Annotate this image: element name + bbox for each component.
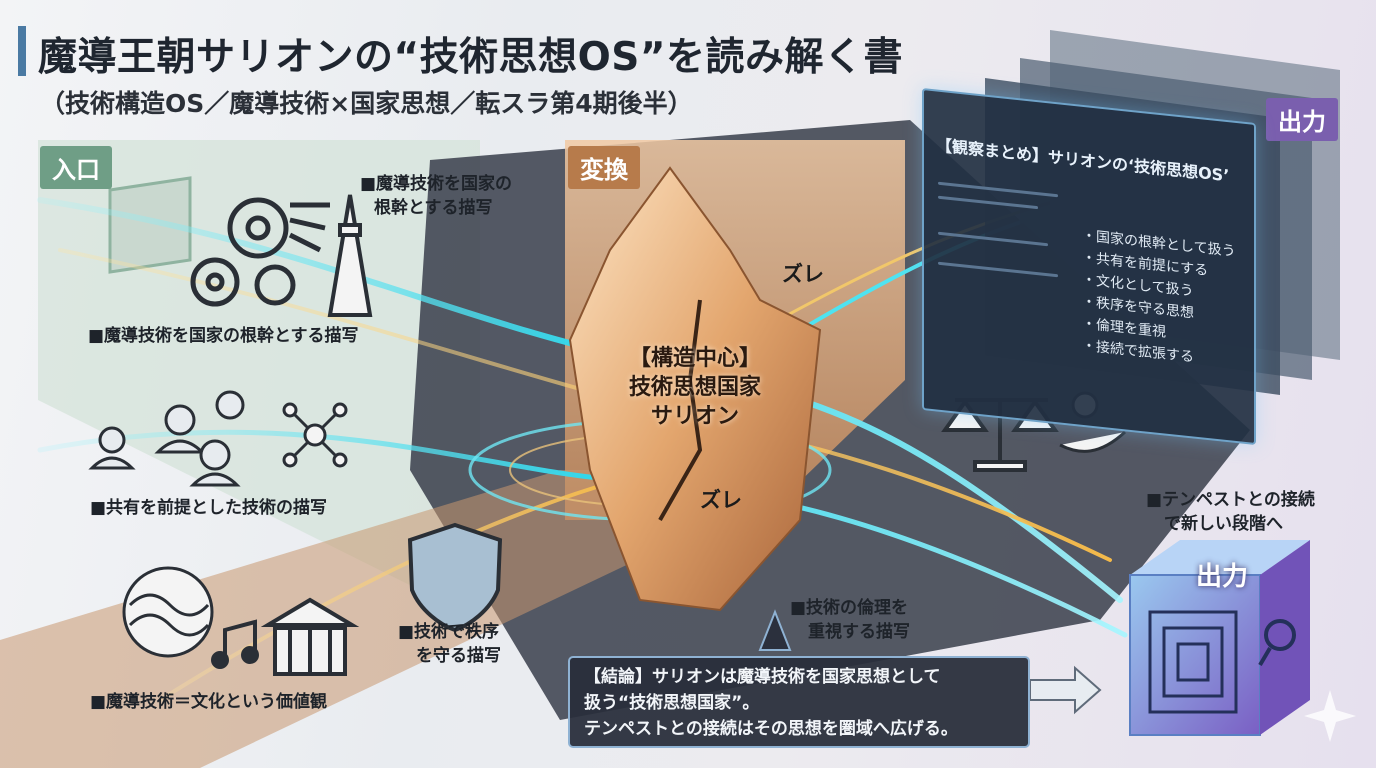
people-group-icon: [88, 390, 245, 487]
tag-output-top: 出力: [1266, 98, 1338, 141]
ribbon: [0, 470, 700, 768]
ethics-callout-pointer: [758, 609, 792, 651]
label-core-tech-top-line1: ■魔導技術を国家の: [360, 174, 513, 194]
label-tech-culture: ■魔導技術＝文化という価値観: [90, 692, 328, 712]
output-cube-label: 出力: [1196, 562, 1249, 592]
page-subtitle: （技術構造OS／魔導技術×国家思想／転スラ第4期後半）: [40, 89, 693, 118]
title-accent-bar: [18, 26, 26, 76]
panel-deco-line: [938, 181, 1058, 198]
maze-icon: [1148, 610, 1238, 714]
label-core-tech-top-line2: 根幹とする描写: [374, 198, 493, 218]
label-core-tech: ■魔導技術を国家の根幹とする描写: [88, 326, 359, 346]
observation-panel-title: 【観察まとめ】サリオンの‘技術思想OS’: [936, 135, 1230, 186]
label-order-line1: ■技術で秩序: [398, 622, 500, 642]
wave-medallion-icon: [122, 566, 214, 658]
conclusion-line1: 【結論】サリオンは魔導技術を国家思想として: [584, 667, 941, 687]
shield-city-icon: [407, 522, 503, 633]
sparkle-icon: [1304, 690, 1356, 742]
label-tech-ethics: ■技術の倫理を 重視する描写: [790, 596, 910, 644]
crystal-label-line1: 【構造中心】: [628, 346, 761, 371]
observation-panel: 【観察まとめ】サリオンの‘技術思想OS’ ・国家の根幹として扱う ・共有を前提に…: [922, 88, 1256, 446]
conclusion-line3: テンペストとの接続はその思想を圏域へ広げる。: [584, 719, 958, 739]
conclusion-line2: 扱う“技術思想国家”。: [584, 693, 760, 713]
output-cube-side: [1260, 540, 1310, 735]
crystal-label: 【構造中心】 技術思想国家 サリオン: [590, 344, 800, 431]
label-tempest-line2: で新しい段階へ: [1164, 514, 1283, 534]
tag-transform: 変換: [568, 146, 640, 189]
label-order-protection: ■技術で秩序 を守る描写: [398, 620, 501, 668]
crystal-crack: [658, 299, 703, 521]
observation-list: ・国家の根幹として扱う ・共有を前提にする ・文化として扱う ・秩序を守る思想 …: [1082, 225, 1236, 373]
network-node-icon: [282, 402, 348, 468]
label-core-tech-top: ■魔導技術を国家の 根幹とする描写: [360, 172, 512, 220]
tower-icon: [327, 194, 373, 317]
music-note-icon: [211, 619, 259, 669]
label-tempest-connection: ■テンペストとの接続 で新しい段階へ: [1146, 488, 1315, 536]
page-title: 魔導王朝サリオンの“技術思想OS”を読み解く書: [38, 35, 904, 80]
panel-deco-line: [938, 261, 1058, 278]
output-cube-top: [1130, 540, 1310, 575]
label-order-line2: を守る描写: [416, 646, 501, 666]
label-tempest-line1: ■テンペストとの接続: [1146, 490, 1315, 510]
crystal-label-line3: サリオン: [650, 404, 739, 429]
crystal-label-line2: 技術思想国家: [628, 375, 761, 400]
classical-building-icon: [260, 597, 360, 676]
label-ethics-line1: ■技術の倫理を: [790, 598, 909, 618]
gear-cluster-icon: [190, 197, 330, 307]
panel-deco-line: [938, 195, 1038, 210]
crystal: [568, 166, 822, 612]
zure-label-bottom: ズレ: [700, 488, 742, 512]
panel-deco-line: [938, 231, 1048, 247]
magnifier-icon: [1258, 619, 1296, 667]
label-ethics-line2: 重視する描写: [808, 622, 910, 642]
label-shared-tech: ■共有を前提とした技術の描写: [90, 498, 328, 518]
input-screen: [108, 176, 192, 274]
flow-arrow: [1029, 665, 1102, 715]
zure-label-top: ズレ: [782, 262, 824, 286]
conclusion-box: 【結論】サリオンは魔導技術を国家思想として 扱う“技術思想国家”。 テンペストと…: [568, 656, 1030, 748]
tag-input: 入口: [40, 146, 112, 189]
